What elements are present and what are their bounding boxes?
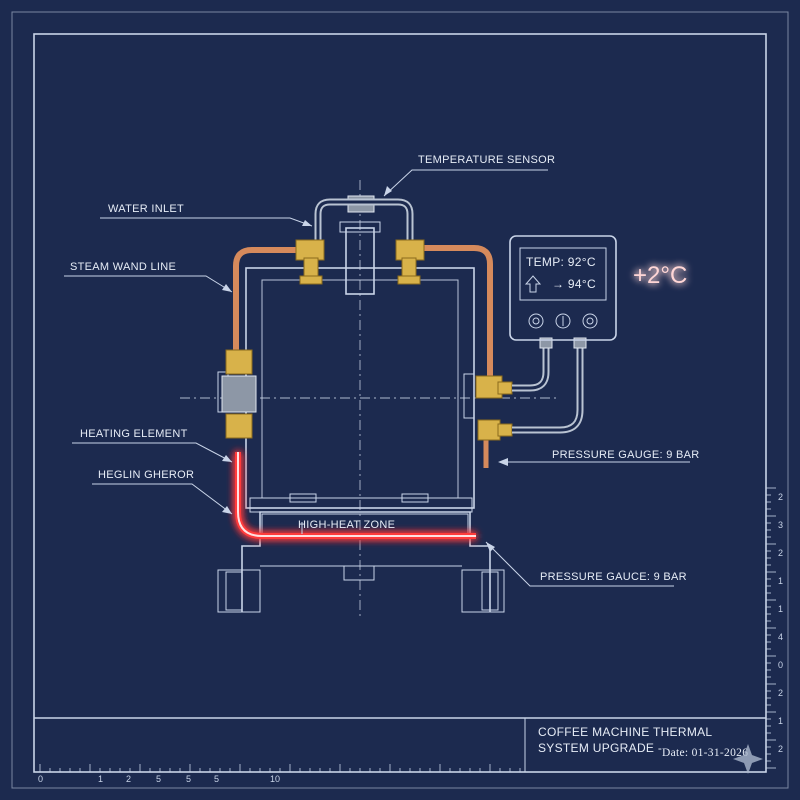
arrow-icon <box>222 284 232 292</box>
ruler-tick-label: 2 <box>778 548 783 558</box>
label-heating-element: HEATING ELEMENT <box>80 428 188 440</box>
left-valve-assembly <box>221 349 257 439</box>
controller-button-middle[interactable] <box>555 313 571 329</box>
label-water-inlet: WATER INLET <box>108 203 184 215</box>
ruler-tick-label: 1 <box>778 604 783 614</box>
base-foot-right <box>461 569 505 613</box>
title-line-2: SYSTEM UPGRADE - <box>538 741 662 755</box>
label-pressure-gauge-1: PRESSURE GAUGE: 9 BAR <box>552 449 700 461</box>
temperature-delta: +2°C <box>633 262 687 289</box>
arrow-icon <box>222 455 232 462</box>
copper-steam-line <box>233 247 296 358</box>
title-line-1: COFFEE MACHINE THERMAL <box>538 725 712 739</box>
leader-heating-element <box>72 442 233 463</box>
title-date: Date: 01-31-2026 <box>662 747 748 759</box>
label-high-heat-zone: HIGH-HEAT ZONE <box>298 519 395 531</box>
ruler-tick-label: 2 <box>778 688 783 698</box>
ruler-tick-label: 2 <box>126 774 131 784</box>
controller-button-right[interactable] <box>582 313 598 329</box>
ruler-tick-label: 5 <box>214 774 219 784</box>
controller-target-reading: → 94°C <box>552 277 596 291</box>
ruler-tick-label: 5 <box>186 774 191 784</box>
sensor-cap <box>339 221 381 233</box>
base-foot-inner <box>225 571 243 611</box>
ruler-tick-label: 2 <box>778 744 783 754</box>
label-heglin-gheror: HEGLIN GHEROR <box>98 469 194 481</box>
controller-button-left[interactable] <box>528 313 544 329</box>
thermal-controller <box>509 235 617 341</box>
ruler-tick-label: 10 <box>270 774 280 784</box>
controller-tube-1 <box>512 344 550 392</box>
base-center-bracket <box>343 565 375 581</box>
base-foot-left <box>217 569 261 613</box>
leader-pressure-gauge-2 <box>485 541 674 587</box>
boiler-base-plate <box>249 497 473 513</box>
ruler-tick-label: 1 <box>98 774 103 784</box>
arrow-icon <box>222 506 232 514</box>
inner-frame <box>33 33 767 773</box>
leader-temperature-sensor <box>383 169 548 197</box>
label-pressure-gauge-2: PRESSURE GAUCE: 9 BAR <box>540 571 687 583</box>
ruler-tick-label: 0 <box>778 660 783 670</box>
base-pad-right <box>401 493 429 503</box>
base-pad-left <box>289 493 317 503</box>
controller-screen <box>519 247 607 301</box>
ruler-tick-label: 1 <box>778 576 783 586</box>
ruler-tick-label: 2 <box>778 492 783 502</box>
leader-heglin-gheror <box>92 483 233 515</box>
copper-right-line <box>420 245 493 376</box>
bottom-ruler: 0 1 2 5 5 5 10 <box>34 764 525 784</box>
arrow-icon <box>302 220 312 226</box>
leader-water-inlet <box>100 217 313 227</box>
up-arrow-icon <box>524 275 542 293</box>
sparkle-icon <box>733 744 763 774</box>
boiler-right-flange <box>463 373 475 419</box>
brass-fitting-left <box>295 239 325 285</box>
controller-connector <box>573 337 587 349</box>
sensor-stem <box>345 227 375 295</box>
base-foot-inner <box>481 571 499 611</box>
arrow-icon <box>498 458 508 466</box>
label-steam-wand-line: STEAM WAND LINE <box>70 261 176 273</box>
arrow-icon <box>384 186 392 196</box>
leader-steam-wand-line <box>64 275 233 293</box>
ruler-tick-label: 3 <box>778 520 783 530</box>
label-temperature-sensor: TEMPERATURE SENSOR <box>418 154 555 166</box>
outer-frame <box>11 11 789 789</box>
ruler-tick-label: 4 <box>778 632 783 642</box>
ruler-tick-label: 0 <box>38 774 43 784</box>
ruler-tick-label: 1 <box>778 716 783 726</box>
right-tee-fitting <box>475 375 513 441</box>
controller-connector <box>539 337 553 349</box>
right-ruler: 2 3 2 1 1 4 0 2 1 2 <box>766 487 783 769</box>
ruler-tick-label: 5 <box>156 774 161 784</box>
base-frame <box>241 511 491 612</box>
brass-fitting-right <box>395 239 425 285</box>
arrow-icon <box>486 542 495 552</box>
controller-temp-reading: TEMP: 92°C <box>526 255 596 269</box>
